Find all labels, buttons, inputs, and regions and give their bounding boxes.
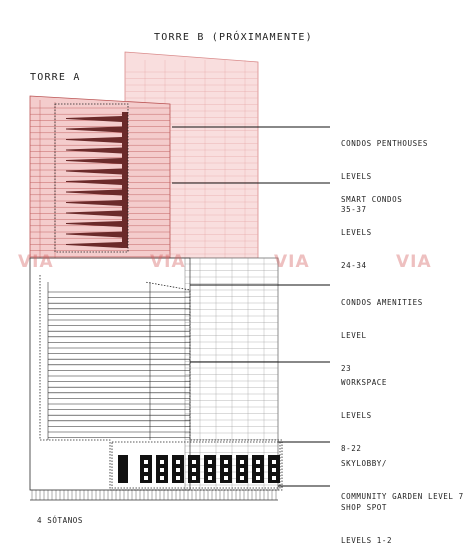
facade-window — [144, 460, 148, 464]
facade-window — [208, 476, 212, 480]
callout-title: SKYLOBBY/ — [341, 459, 388, 468]
facade-window — [160, 468, 164, 472]
unit-wedge — [66, 158, 122, 164]
facade-window — [272, 460, 276, 464]
watermark-1: VIA — [18, 252, 54, 272]
callout-sub: LEVEL — [341, 331, 367, 340]
watermark-3: VIA — [274, 252, 310, 272]
callout-skylobby: SKYLOBBY/ COMMUNITY GARDEN LEVEL 7 — [341, 436, 464, 513]
tower-b-title: TORRE B (PRÓXIMAMENTE) — [154, 32, 313, 43]
unit-wedge — [66, 126, 122, 133]
facade-window — [256, 460, 260, 464]
facade-window — [208, 460, 212, 464]
facade-window — [160, 476, 164, 480]
highlight-outlines — [39, 103, 283, 491]
podium-block — [29, 257, 279, 491]
unit-wedge — [66, 221, 122, 227]
callout-range: 24-34 — [341, 261, 367, 270]
callout-title: SHOP SPOT — [341, 503, 388, 512]
facade-window — [272, 476, 276, 480]
tower-a-office — [29, 257, 191, 491]
facade-window — [224, 468, 228, 472]
watermark-2: VIA — [150, 252, 186, 272]
callout-sub: LEVELS 1-2 — [341, 536, 393, 545]
callout-sub: LEVELS — [341, 228, 372, 237]
unit-wedge — [66, 242, 122, 248]
facade-window — [272, 468, 276, 472]
shop-level-facade — [30, 490, 278, 501]
callout-title: SMART CONDOS — [341, 195, 403, 204]
facade-window — [176, 468, 180, 472]
facade-window — [144, 468, 148, 472]
callout-sub: LEVELS — [341, 411, 372, 420]
unit-wedge — [66, 116, 122, 122]
callout-shop-spot: SHOP SPOT LEVELS 1-2 — [341, 480, 392, 557]
unit-wedge — [66, 179, 122, 185]
basement-label: 4 SÓTANOS — [37, 516, 84, 525]
callout-workspace: WORKSPACE LEVELS 8-22 — [341, 355, 387, 465]
facade-window — [256, 468, 260, 472]
facade-window — [240, 468, 244, 472]
facade-window — [176, 476, 180, 480]
unit-wedge — [66, 231, 122, 238]
callout-condos-penthouses: CONDOS PENTHOUSES LEVELS 35-37 — [341, 116, 428, 226]
unit-wedge — [66, 210, 122, 217]
facade-window — [224, 460, 228, 464]
callout-sub: LEVELS — [341, 172, 372, 181]
facade-window — [176, 460, 180, 464]
core-shaft — [122, 112, 128, 248]
facade-window — [224, 476, 228, 480]
callout-range: 8-22 — [341, 444, 362, 453]
unit-wedge — [66, 200, 122, 206]
callout-title: CONDOS PENTHOUSES — [341, 139, 428, 148]
facade-window — [192, 476, 196, 480]
tower-a-title: TORRE A — [30, 72, 81, 83]
unit-wedge — [66, 168, 122, 175]
facade-window — [208, 468, 212, 472]
callout-range: 35-37 — [341, 205, 367, 214]
leader-lines — [172, 126, 330, 487]
facade-bar — [118, 455, 128, 483]
facade-window — [192, 460, 196, 464]
callout-range: 23 — [341, 364, 352, 373]
facade-window — [240, 460, 244, 464]
facade-window — [192, 468, 196, 472]
tower-section-diagram — [29, 51, 330, 501]
skylobby-facade — [118, 455, 280, 483]
watermark-4: VIA — [396, 252, 432, 272]
facade-window — [160, 460, 164, 464]
facade-window — [256, 476, 260, 480]
callout-smart-condos: SMART CONDOS LEVELS 24-34 — [341, 172, 402, 282]
facade-window — [144, 476, 148, 480]
callout-condos-amenities: CONDOS AMENITIES LEVEL 23 — [341, 275, 423, 385]
unit-wedge — [66, 147, 122, 154]
callout-title: CONDOS AMENITIES — [341, 298, 423, 307]
tower-a-residential — [29, 95, 171, 259]
unit-wedge — [66, 189, 122, 196]
callout-sub: COMMUNITY GARDEN LEVEL 7 — [341, 492, 464, 501]
facade-window — [240, 476, 244, 480]
callout-title: WORKSPACE — [341, 378, 388, 387]
unit-wedge — [66, 137, 122, 143]
